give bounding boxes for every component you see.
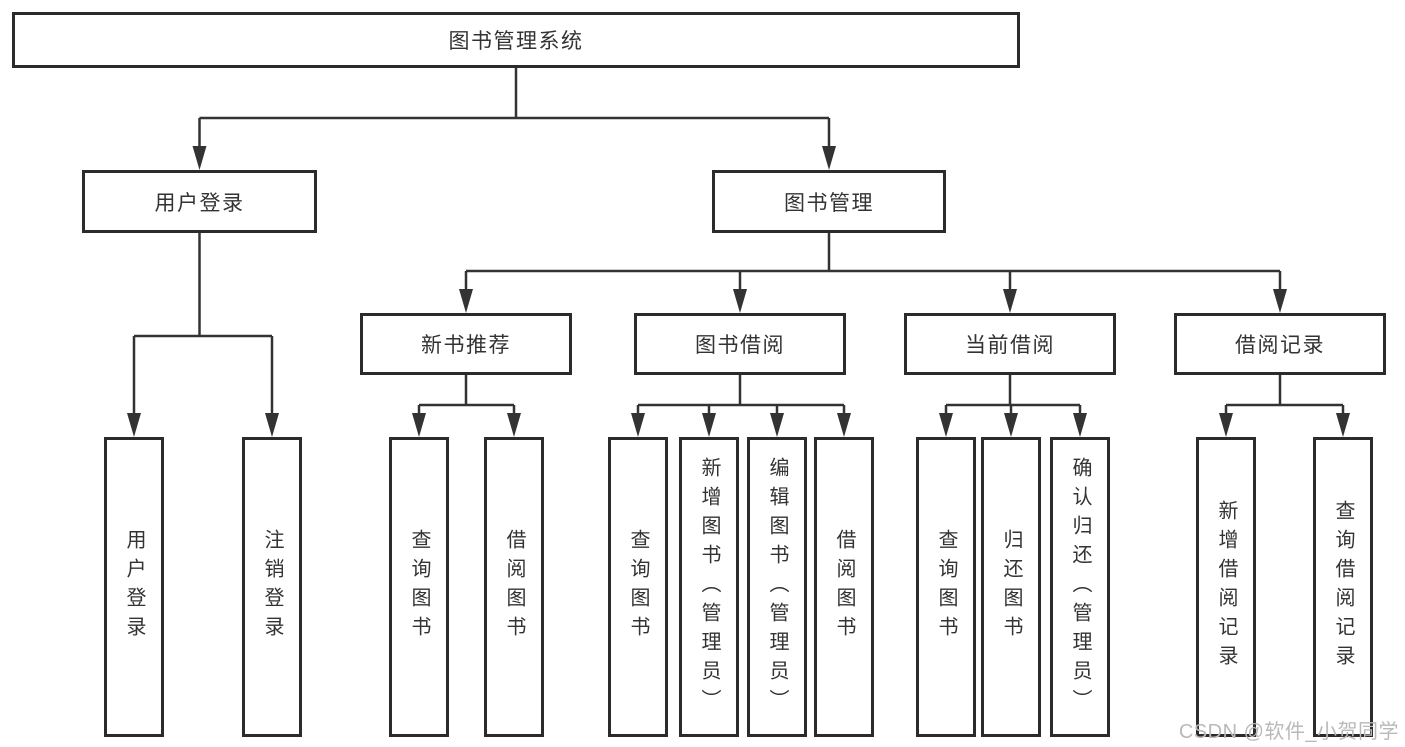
node-label: 当前借阅 <box>965 334 1055 357</box>
arrowhead-nbr-query <box>412 413 426 437</box>
node-label: 用户登录 <box>123 529 145 645</box>
node-label: 查询图书 <box>408 529 430 645</box>
connector-user-login-to-leaves <box>132 233 274 414</box>
arrowhead-nbr-borrow <box>507 413 521 437</box>
connector-book-borrowing-to-leaves <box>636 375 846 414</box>
node-br-query-record: 查询借阅记录 <box>1313 437 1373 737</box>
node-label: 注销登录 <box>261 529 283 645</box>
node-cb-confirm-return-admin: 确认归还（管理员） <box>1050 437 1110 737</box>
node-book-management: 图书管理 <box>712 170 946 233</box>
node-bb-edit-books-admin: 编辑图书（管理员） <box>747 437 807 737</box>
arrowhead-borrowing-records <box>1273 289 1287 313</box>
arrowhead-book-borrowing <box>733 289 747 313</box>
node-label: 归还图书 <box>1000 529 1022 645</box>
csdn-watermark: CSDN @软件_小贺同学 <box>1178 721 1399 743</box>
arrowhead-current-borrowing <box>1003 289 1017 313</box>
node-user-login: 用户登录 <box>82 170 317 233</box>
arrowhead-cb-confirm <box>1073 413 1087 437</box>
arrowhead-logout-leaf <box>265 413 279 437</box>
node-library-management-system: 图书管理系统 <box>12 12 1020 68</box>
node-label: 图书管理 <box>784 191 874 215</box>
connector-book-management-to-groups <box>464 233 1282 290</box>
connector-borrowing-records-to-leaves <box>1224 375 1345 414</box>
arrowhead-book-management <box>822 146 836 170</box>
node-cb-return-books: 归还图书 <box>981 437 1041 737</box>
node-label: 查询借阅记录 <box>1332 500 1354 674</box>
node-label: 图书借阅 <box>695 334 785 357</box>
node-nbr-borrow-books: 借阅图书 <box>484 437 544 737</box>
arrowhead-bb-add <box>702 413 716 437</box>
node-user-login-leaf: 用户登录 <box>104 437 164 737</box>
node-label: 确认归还（管理员） <box>1069 456 1091 718</box>
arrowhead-new-book-recommend <box>459 289 473 313</box>
node-label: 图书管理系统 <box>448 30 584 53</box>
arrowhead-cb-query <box>939 413 953 437</box>
node-label: 借阅图书 <box>833 529 855 645</box>
connector-new-book-recommend-to-leaves <box>417 375 516 414</box>
node-new-book-recommend: 新书推荐 <box>360 313 572 375</box>
node-label: 新书推荐 <box>421 334 511 357</box>
node-label: 查询图书 <box>935 529 957 645</box>
node-label: 编辑图书（管理员） <box>766 456 788 718</box>
arrowhead-user-login-leaf <box>127 413 141 437</box>
node-current-borrowing: 当前借阅 <box>904 313 1116 375</box>
node-bb-add-books-admin: 新增图书（管理员） <box>679 437 739 737</box>
node-bb-borrow-books: 借阅图书 <box>814 437 874 737</box>
arrowhead-user-login <box>192 146 207 170</box>
node-label: 查询图书 <box>627 529 649 645</box>
arrowhead-bb-query <box>631 413 645 437</box>
node-bb-query-books: 查询图书 <box>608 437 668 737</box>
arrowhead-br-query <box>1336 413 1350 437</box>
node-label: 用户登录 <box>154 191 245 215</box>
node-borrowing-records: 借阅记录 <box>1174 313 1386 375</box>
node-label: 新增借阅记录 <box>1215 500 1237 674</box>
arrowhead-cb-return <box>1004 413 1018 437</box>
node-logout-login-leaf: 注销登录 <box>242 437 302 737</box>
node-nbr-query-books: 查询图书 <box>389 437 449 737</box>
arrowhead-bb-borrow <box>837 413 851 437</box>
node-label: 新增图书（管理员） <box>698 456 720 718</box>
connector-current-borrowing-to-leaves <box>944 375 1082 414</box>
node-book-borrowing: 图书借阅 <box>634 313 846 375</box>
connector-root-to-level2 <box>198 68 831 147</box>
node-label: 借阅记录 <box>1235 334 1325 357</box>
node-cb-query-books: 查询图书 <box>916 437 976 737</box>
arrowhead-br-add <box>1219 413 1233 437</box>
node-label: 借阅图书 <box>503 529 525 645</box>
node-br-add-record: 新增借阅记录 <box>1196 437 1256 737</box>
arrowhead-bb-edit <box>770 413 784 437</box>
